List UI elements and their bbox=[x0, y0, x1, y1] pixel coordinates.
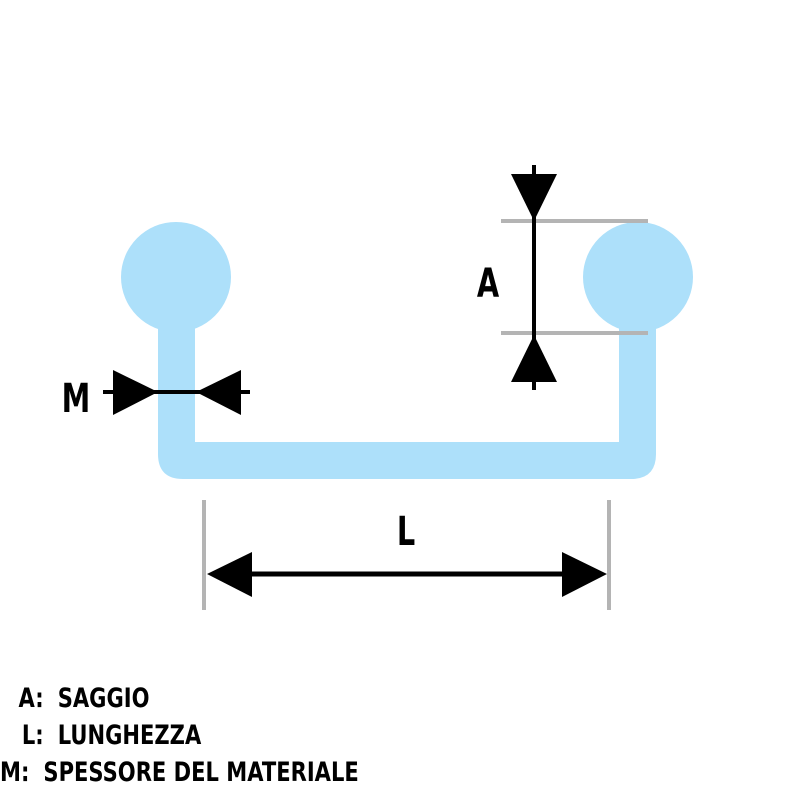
legend-text: LUNGHEZZA bbox=[57, 720, 202, 751]
thickness-label: M bbox=[62, 376, 91, 422]
arrow-down-icon bbox=[511, 174, 557, 221]
arrow-right-icon bbox=[113, 370, 158, 415]
legend-text: SPESSORE DEL MATERIALE bbox=[43, 757, 359, 788]
thickness-dimension bbox=[103, 370, 250, 415]
legend: A: SAGGIO L: LUNGHEZZA M: SPESSORE DEL M… bbox=[0, 680, 359, 791]
gauge-extension-lines bbox=[501, 219, 648, 335]
legend-key: M: bbox=[0, 757, 30, 788]
legend-key: A: bbox=[18, 683, 44, 714]
u-bar-shape bbox=[121, 222, 693, 479]
left-ball bbox=[121, 222, 231, 332]
arrow-left-icon bbox=[196, 370, 241, 415]
gauge-dimension bbox=[511, 165, 557, 390]
legend-text: SAGGIO bbox=[57, 683, 150, 714]
legend-item-gauge: A: SAGGIO bbox=[0, 680, 328, 717]
gauge-label: A bbox=[477, 261, 499, 307]
arrow-up-icon bbox=[511, 335, 557, 382]
length-extension-lines bbox=[202, 500, 611, 610]
legend-key: L: bbox=[21, 720, 44, 751]
arrow-right-icon bbox=[562, 552, 607, 597]
legend-item-thickness: M: SPESSORE DEL MATERIALE bbox=[0, 754, 359, 791]
right-ball bbox=[583, 222, 693, 332]
legend-item-length: L: LUNGHEZZA bbox=[0, 717, 328, 754]
arrow-left-icon bbox=[207, 552, 252, 597]
length-label: L bbox=[397, 509, 415, 555]
length-dimension bbox=[207, 552, 607, 597]
